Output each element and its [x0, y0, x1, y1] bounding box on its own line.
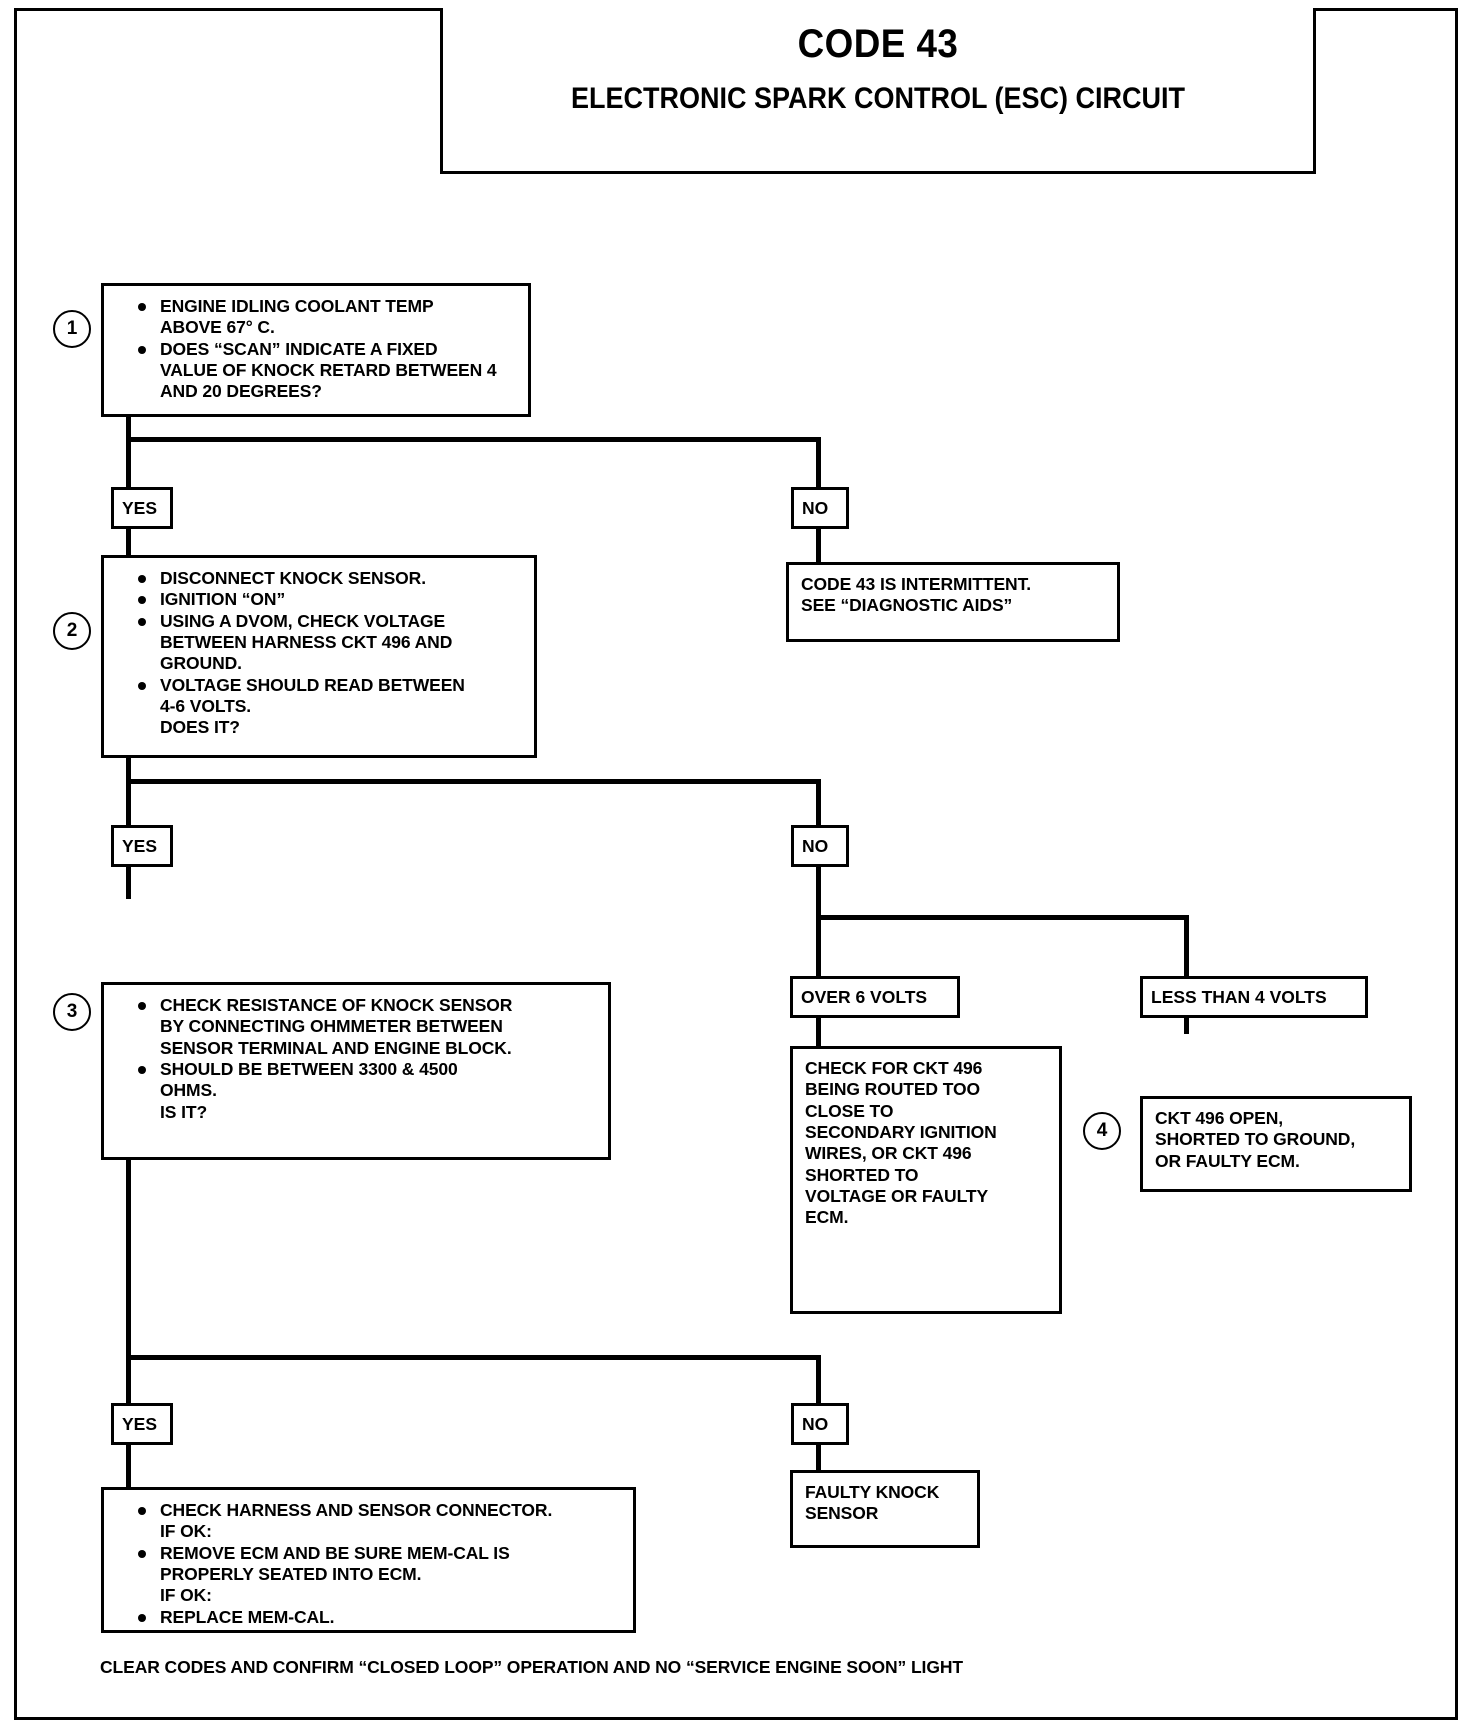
step-number-4: 4: [1083, 1112, 1121, 1150]
final-action-1-note: IF OK:: [160, 1521, 212, 1542]
step-number-1: 1: [53, 310, 91, 348]
connector-no1-to-intermittent: [816, 529, 821, 562]
connector-step1-across: [126, 437, 821, 442]
connector-step3-down: [126, 1160, 131, 1360]
step-2-item-2: IGNITION “ON”: [134, 589, 526, 610]
connector-step2-yes-down: [126, 779, 131, 827]
step-1-item-1: ENGINE IDLING COOLANT TEMP ABOVE 67° C.: [134, 296, 520, 339]
connector-step3-across: [126, 1355, 821, 1360]
final-action-3: REPLACE MEM-CAL.: [134, 1607, 625, 1628]
connector-step1-down: [126, 417, 131, 442]
step-2-box: DISCONNECT KNOCK SENSOR. IGNITION “ON” U…: [101, 555, 537, 758]
outcome-intermittent-box: CODE 43 IS INTERMITTENT. SEE “DIAGNOSTIC…: [786, 562, 1120, 642]
branch-label-no-3: NO: [791, 1403, 849, 1445]
connector-step3-no-down: [816, 1355, 821, 1405]
step-1-item-2: DOES “SCAN” INDICATE A FIXED VALUE OF KN…: [134, 339, 520, 403]
step-number-3: 3: [53, 993, 91, 1031]
step-3-item-1: CHECK RESISTANCE OF KNOCK SENSOR BY CONN…: [134, 995, 600, 1059]
branch-label-no-2: NO: [791, 825, 849, 867]
branch-label-over-6-volts: OVER 6 VOLTS: [790, 976, 960, 1018]
step-3-box: CHECK RESISTANCE OF KNOCK SENSOR BY CONN…: [101, 982, 611, 1160]
branch-label-less-than-4-volts: LESS THAN 4 VOLTS: [1140, 976, 1368, 1018]
connector-step2-down: [126, 758, 131, 784]
page-border: [14, 8, 1458, 1720]
connector-yes1-to-step2: [126, 529, 131, 555]
final-actions-box: CHECK HARNESS AND SENSOR CONNECTOR. IF O…: [101, 1487, 636, 1633]
connector-over6-down: [816, 915, 821, 978]
title-block: CODE 43 ELECTRONIC SPARK CONTROL (ESC) C…: [440, 8, 1316, 174]
connector-less4-to-step4: [1184, 1018, 1189, 1034]
page-title: CODE 43: [797, 22, 959, 66]
branch-label-no-1: NO: [791, 487, 849, 529]
final-action-2-note: IF OK:: [160, 1585, 212, 1606]
final-action-2-cont: PROPERLY SEATED INTO ECM.: [160, 1564, 422, 1585]
connector-step1-no-down: [816, 437, 821, 487]
final-action-2: REMOVE ECM AND BE SURE MEM-CAL IS: [134, 1543, 625, 1564]
connector-step2-across: [126, 779, 821, 784]
connector-over6-to-result: [816, 1018, 821, 1046]
outcome-over-6-volts-box: CHECK FOR CKT 496 BEING ROUTED TOO CLOSE…: [790, 1046, 1062, 1314]
step-2-item-4: VOLTAGE SHOULD READ BETWEEN 4-6 VOLTS. D…: [134, 675, 526, 739]
branch-label-yes-1: YES: [111, 487, 173, 529]
footer-note: CLEAR CODES AND CONFIRM “CLOSED LOOP” OP…: [100, 1657, 963, 1677]
connector-no3-to-faulty: [816, 1445, 821, 1470]
connector-no2-across: [816, 915, 1189, 920]
step-1-box: ENGINE IDLING COOLANT TEMP ABOVE 67° C. …: [101, 283, 531, 417]
step-2-item-1: DISCONNECT KNOCK SENSOR.: [134, 568, 526, 589]
connector-less4-down: [1184, 915, 1189, 978]
branch-label-yes-2: YES: [111, 825, 173, 867]
step-2-item-3: USING A DVOM, CHECK VOLTAGE BETWEEN HARN…: [134, 611, 526, 675]
branch-label-yes-3: YES: [111, 1403, 173, 1445]
step-number-2: 2: [53, 612, 91, 650]
final-action-1: CHECK HARNESS AND SENSOR CONNECTOR.: [134, 1500, 625, 1521]
connector-yes3-to-final: [126, 1445, 131, 1487]
step-4-box: CKT 496 OPEN, SHORTED TO GROUND, OR FAUL…: [1140, 1096, 1412, 1192]
connector-step3-yes-down: [126, 1355, 131, 1405]
connector-step2-no-down: [816, 779, 821, 827]
step-3-item-2: SHOULD BE BETWEEN 3300 & 4500 OHMS. IS I…: [134, 1059, 600, 1123]
outcome-faulty-knock-sensor-box: FAULTY KNOCK SENSOR: [790, 1470, 980, 1548]
connector-step1-yes-down: [126, 437, 131, 487]
page-subtitle: ELECTRONIC SPARK CONTROL (ESC) CIRCUIT: [570, 82, 1185, 115]
connector-no2-down: [816, 867, 821, 919]
connector-yes2-to-step3: [126, 867, 131, 899]
